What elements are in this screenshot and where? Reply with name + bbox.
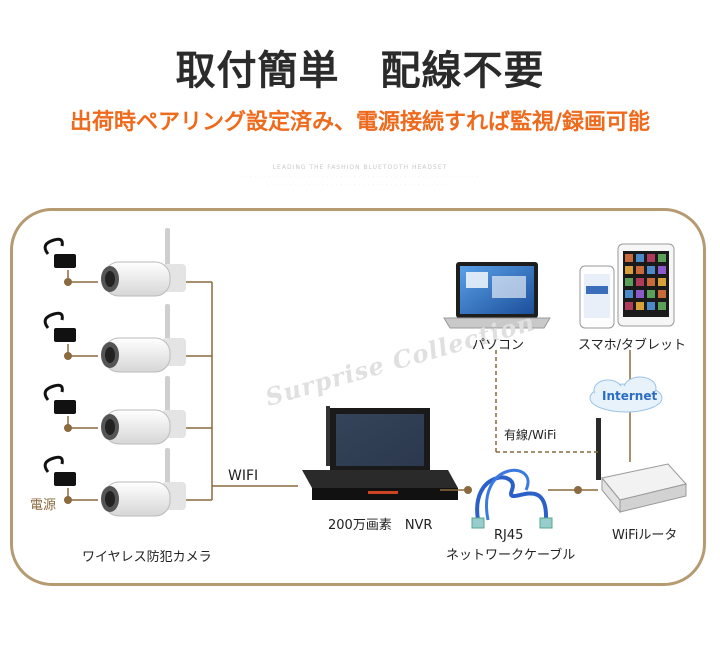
cameras-label: ワイヤレス防犯カメラ <box>82 550 212 565</box>
internet-label: Internet <box>602 389 658 403</box>
nvr-icon <box>302 406 458 500</box>
nvr-label: 200万画素 NVR <box>328 518 433 533</box>
tagline-fine-print-2: · · · · · · · · · · · · · · · · · · · · … <box>268 182 452 187</box>
page-title: 取付簡単 配線不要 <box>175 48 545 94</box>
diagram-frame <box>10 208 706 586</box>
wired-wifi-lines <box>495 350 600 453</box>
rj45-label: RJ45 <box>494 528 524 543</box>
wifi-link-lines <box>186 281 298 501</box>
pc-label: パソコン <box>472 338 525 353</box>
laptop-icon <box>443 262 551 329</box>
camera-icon <box>101 228 186 297</box>
wired-wifi-label: 有線/WiFi <box>504 428 557 442</box>
tagline-fine-print: · · · · · · · · · · · · · · · · · · · · … <box>240 174 480 179</box>
power-label: 電源 <box>30 498 57 513</box>
wifi-label: WIFI <box>228 468 259 484</box>
phone-tablet-label: スマホ/タブレット <box>578 338 686 353</box>
page-subtitle: 出荷時ペアリング設定済み、電源接続すれば監視/録画可能 <box>69 110 651 135</box>
router-label: WiFiルータ <box>612 528 678 543</box>
camera-icon <box>101 304 186 373</box>
power-adapter-icon <box>43 311 76 342</box>
router-icon <box>596 418 687 514</box>
tablet-icon <box>617 243 675 327</box>
tagline: LEADING THE FASHION BLUETOOTH HEADSET <box>272 164 448 171</box>
camera-group <box>43 228 186 517</box>
network-cable-icon <box>471 468 553 529</box>
smartphone-icon <box>579 265 615 329</box>
camera-icon <box>101 448 186 517</box>
power-adapter-icon <box>43 383 76 414</box>
camera-icon <box>101 376 186 445</box>
cable-label: ネットワークケーブル <box>446 548 576 563</box>
power-adapter-icon <box>43 237 76 268</box>
internet-cloud-icon <box>589 376 663 413</box>
power-adapter-icon <box>43 455 76 486</box>
